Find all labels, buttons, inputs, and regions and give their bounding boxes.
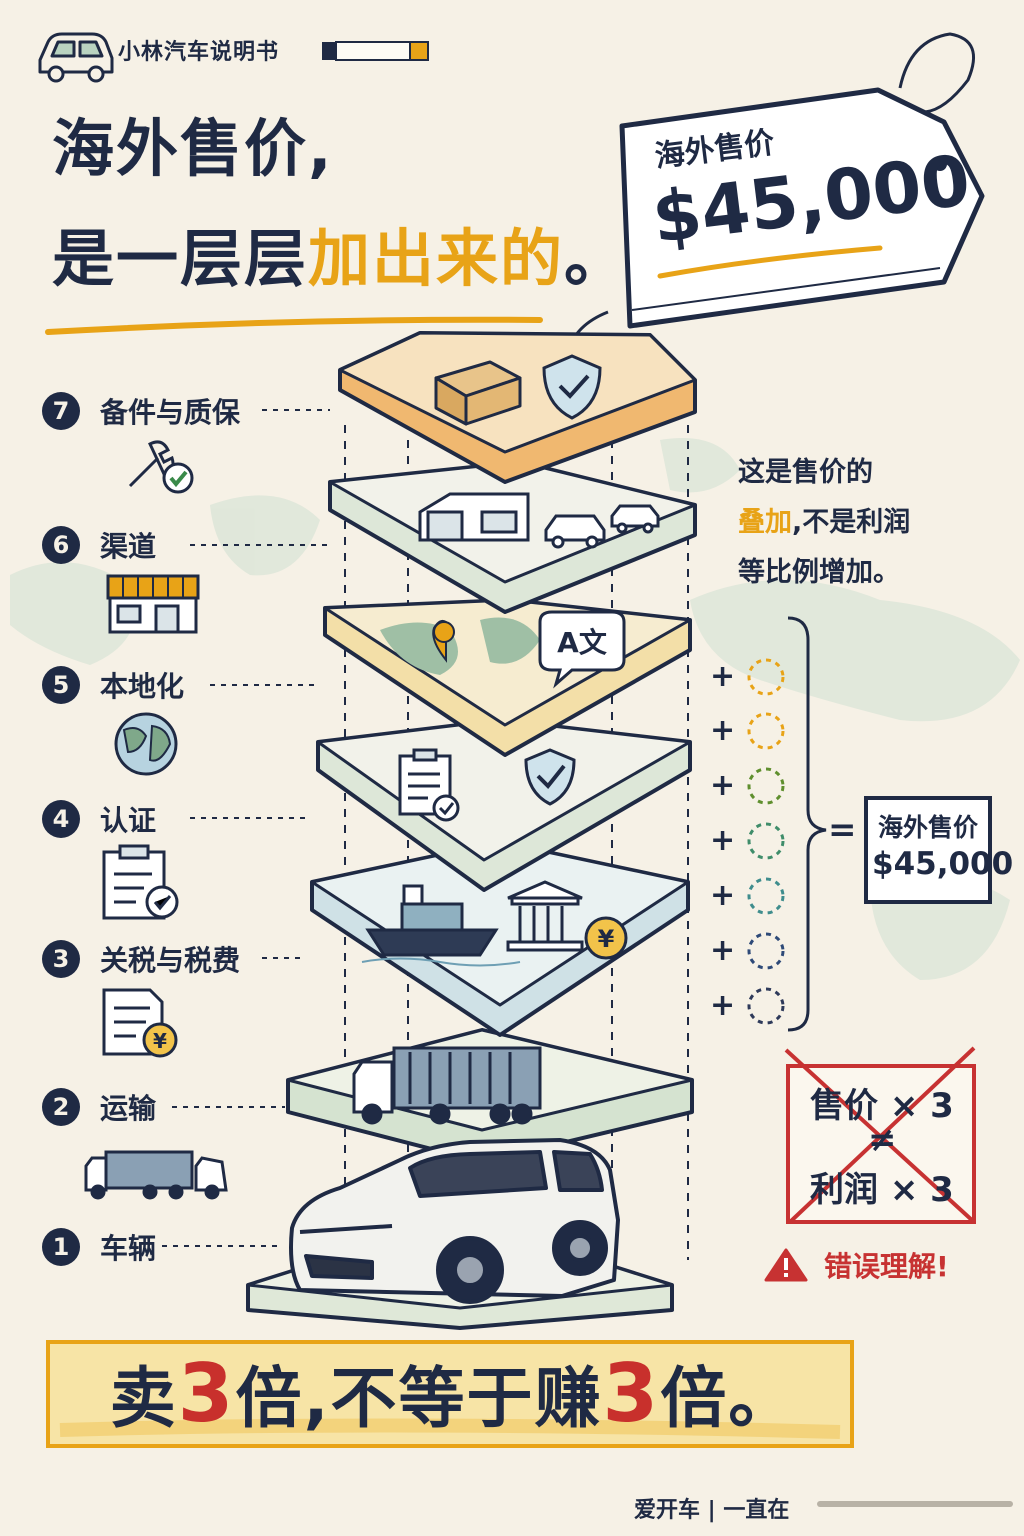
pencil-icon	[322, 41, 429, 61]
layer-name-3: 关税与税费	[100, 944, 241, 977]
layer-label-3: 3 关税与税费	[42, 934, 240, 984]
truck-icon	[84, 1150, 228, 1200]
translate-icon-glyph: A文	[557, 626, 607, 659]
layer-number-2: 2	[42, 1088, 80, 1126]
note-accent: 叠加	[738, 507, 792, 538]
slogan-number-2: 3	[602, 1346, 661, 1440]
layer-label-4: 4 认证	[42, 794, 156, 844]
shield-check-layer-icon	[524, 748, 576, 806]
cargo-ship-icon	[361, 884, 521, 967]
layer-number-3: 3	[42, 940, 80, 978]
clipboard-check-layer-icon	[398, 748, 460, 822]
headline-accent: 加出来的	[308, 222, 565, 295]
layer-name-6: 渠道	[100, 530, 157, 563]
sum-circles	[747, 658, 785, 1025]
layer-name-2: 运输	[100, 1092, 157, 1125]
svg-text:¥: ¥	[598, 925, 615, 953]
plus-sign: +	[710, 713, 736, 748]
globe-icon	[114, 712, 178, 776]
sum-label: 海外售价	[878, 813, 979, 842]
map-pin-icon	[432, 619, 455, 663]
layer-number-4: 4	[42, 800, 80, 838]
headline-line-1: 海外售价,	[52, 112, 334, 185]
note-line-1: 这是售价的	[738, 457, 873, 488]
misconception-box	[784, 1046, 976, 1224]
plus-sign: +	[710, 878, 736, 913]
warning-icon	[764, 1248, 808, 1282]
small-cars-icon	[544, 504, 660, 549]
layer-label-1: 1 车辆	[42, 1222, 156, 1272]
layer-number-6: 6	[42, 526, 80, 564]
note-rest: ,不是利润	[792, 507, 911, 538]
headline-prefix: 是一层层	[52, 222, 309, 295]
plus-sign: +	[710, 768, 736, 803]
car-logo-icon	[38, 32, 114, 83]
container-truck-icon	[352, 1046, 542, 1125]
note-line-3: 等比例增加。	[738, 557, 900, 588]
sum-price: $45,000	[872, 846, 1014, 882]
slogan-part-1: 卖	[109, 1360, 178, 1437]
layer-number-5: 5	[42, 666, 80, 704]
clipboard-check-icon	[102, 844, 179, 920]
headline-suffix: 。	[564, 222, 629, 295]
plus-sign: +	[710, 933, 736, 968]
headline-line-2: 是一层层加出来的。	[52, 228, 628, 290]
package-box-icon	[434, 360, 522, 426]
equals-sign: =	[828, 810, 857, 850]
layer-label-6: 6 渠道	[42, 520, 156, 570]
note-line-2: 叠加,不是利润	[738, 498, 910, 548]
svg-text:¥: ¥	[153, 1029, 167, 1053]
layer-label-5: 5 本地化	[42, 660, 184, 710]
price-underline	[657, 245, 883, 279]
wrench-check-icon	[128, 440, 194, 494]
warning-text: 错误理解!	[824, 1250, 949, 1283]
leader-lines	[162, 409, 330, 1247]
not-equal-sign: ≠	[868, 1120, 897, 1160]
layer-name-5: 本地化	[100, 670, 185, 703]
right-brace	[787, 616, 827, 1032]
brand-name: 小林汽车说明书	[118, 40, 280, 65]
slogan-number-1: 3	[177, 1346, 236, 1440]
layer-name-4: 认证	[100, 804, 157, 837]
plus-sign: +	[710, 823, 736, 858]
layer-number-7: 7	[42, 392, 80, 430]
footer-text: 爱开车 | 一直在	[634, 1498, 790, 1523]
plus-sign: +	[710, 659, 736, 694]
slogan-part-2: 倍,不等于赚	[235, 1360, 603, 1437]
shield-check-icon	[542, 354, 602, 420]
title-underline	[45, 316, 543, 335]
sum-box	[864, 796, 992, 904]
storefront-icon	[106, 574, 200, 634]
price-tag	[619, 32, 985, 329]
layer-5-localization	[323, 598, 692, 757]
yen-coin-icon: ¥	[584, 916, 628, 960]
layer-name-1: 车辆	[100, 1232, 157, 1265]
misconception-price: 售价 × 3	[810, 1086, 954, 1126]
layer-number-1: 1	[42, 1228, 80, 1266]
bank-building-icon	[506, 880, 584, 952]
layer-label-2: 2 运输	[42, 1082, 156, 1132]
translate-bubble-icon	[538, 610, 626, 689]
tax-document-icon: ¥	[102, 988, 178, 1058]
slogan-banner	[46, 1340, 854, 1448]
misconception-profit: 利润 × 3	[810, 1170, 954, 1210]
layer-name-7: 备件与质保	[100, 396, 241, 429]
side-note: 这是售价的 叠加,不是利润 等比例增加。	[738, 448, 910, 598]
suv-car-icon	[289, 1138, 620, 1304]
layer-label-7: 7 备件与质保	[42, 386, 240, 436]
warehouse-icon	[418, 492, 530, 542]
plus-sign: +	[710, 988, 736, 1023]
slogan-part-3: 倍。	[660, 1360, 797, 1437]
